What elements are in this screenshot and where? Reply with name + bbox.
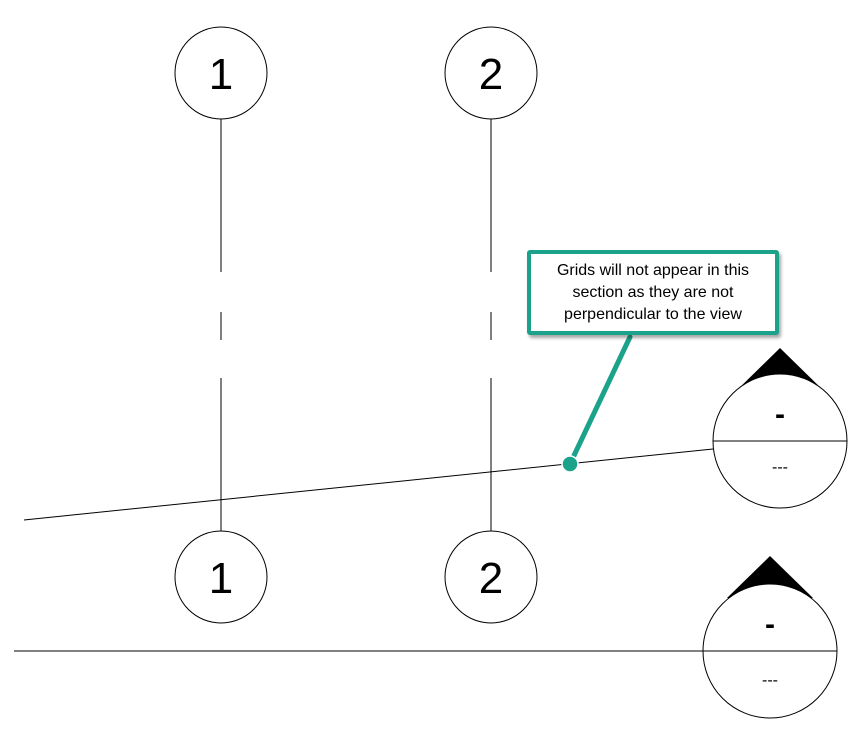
- section-2[interactable]: - ---: [14, 556, 838, 719]
- grid-2-bottom-bubble[interactable]: [444, 530, 538, 624]
- section-2-number: -: [765, 608, 775, 641]
- callout-leader-dot: [561, 455, 579, 473]
- callout-leader: [561, 334, 633, 473]
- section-1[interactable]: - ---: [23, 348, 848, 521]
- grid-1-bottom-bubble[interactable]: [174, 530, 268, 624]
- grid-line-2[interactable]: 2 2: [444, 26, 538, 624]
- grid-1-top-label: 1: [209, 50, 233, 99]
- section-1-sheet: ---: [772, 459, 788, 476]
- callout-text: Grids will not appear in this section as…: [556, 261, 750, 323]
- callout-leader-line: [567, 334, 633, 467]
- annotation-callout: Grids will not appear in this section as…: [527, 250, 779, 335]
- grid-2-bottom-label: 2: [479, 554, 503, 603]
- section-1-number: -: [775, 398, 785, 431]
- section-1-line[interactable]: [23, 448, 714, 521]
- section-2-sheet: ---: [762, 672, 778, 689]
- grid-line-1[interactable]: 1 1: [174, 26, 268, 624]
- grid-2-top-label: 2: [479, 50, 503, 99]
- grid-1-bottom-label: 1: [209, 554, 233, 603]
